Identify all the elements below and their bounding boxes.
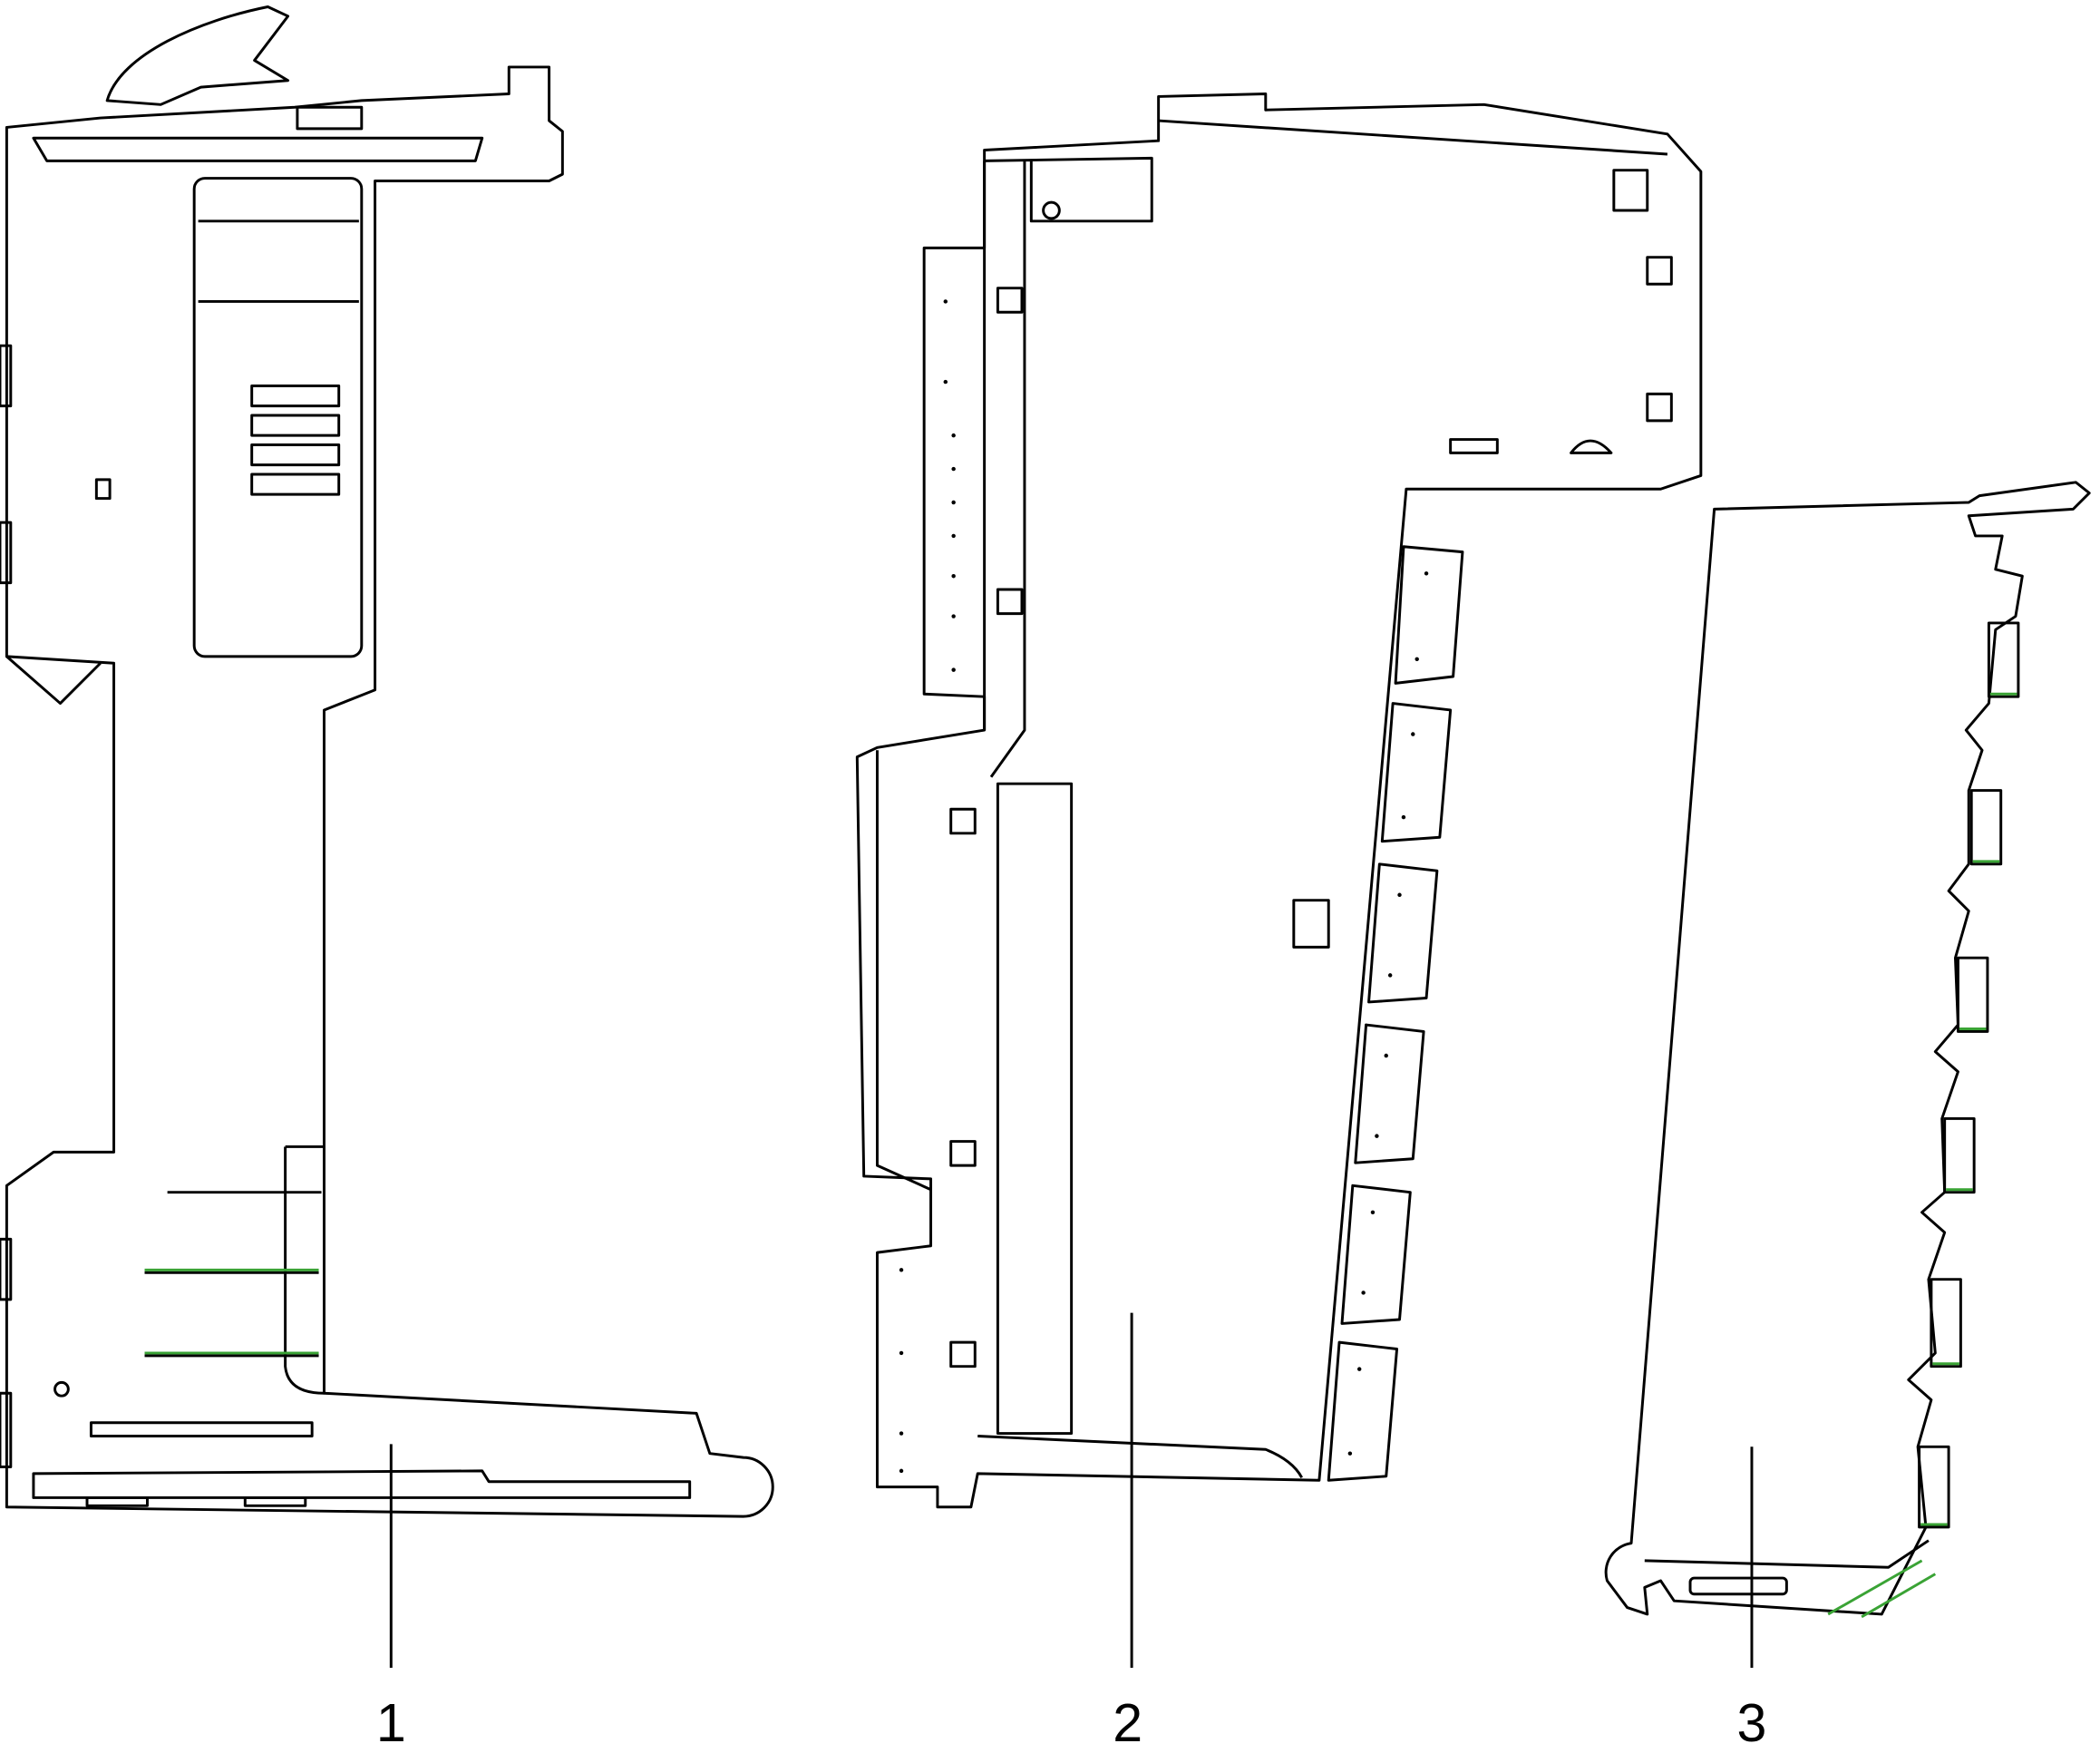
part-1-base-housing <box>0 5 774 1518</box>
part-3-cover-terminal <box>1604 481 2091 1619</box>
label-2: 2 <box>1113 1693 1142 1753</box>
part-2-electronics-module <box>855 93 1703 1509</box>
contact-dots <box>899 299 1429 1474</box>
label-3: 3 <box>1737 1693 1767 1753</box>
label-1: 1 <box>376 1693 406 1753</box>
